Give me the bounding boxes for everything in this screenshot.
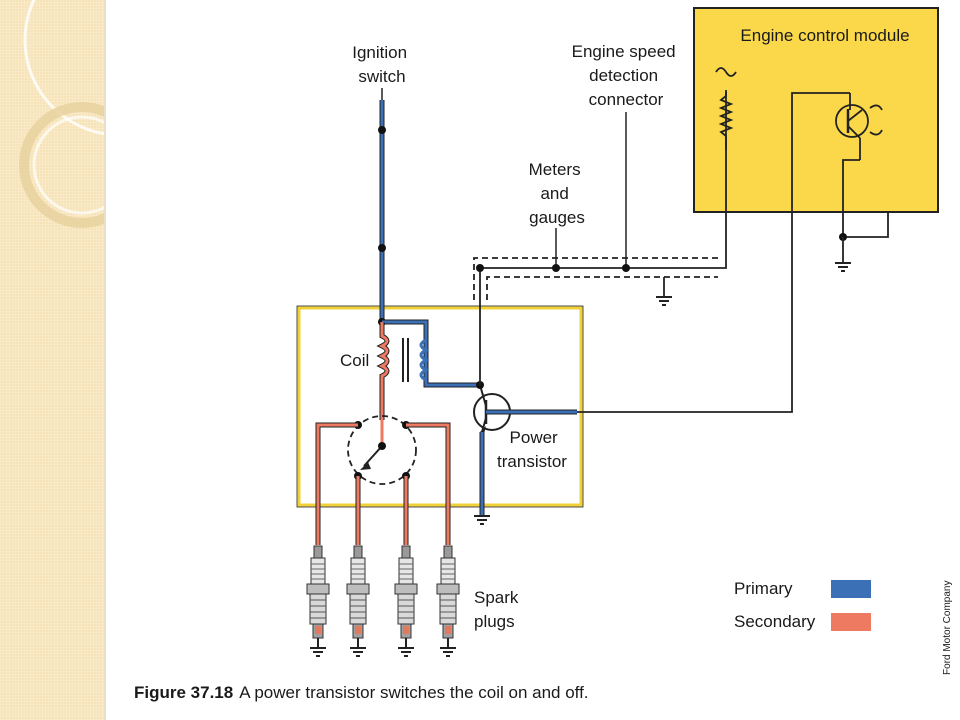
ecm-transistor-symbol bbox=[835, 104, 869, 138]
ecm-ground-wire bbox=[842, 138, 889, 238]
ecm-signal-wire bbox=[577, 92, 850, 413]
ecm-transistor-emitter bbox=[847, 125, 861, 139]
spark-plug-1 bbox=[306, 545, 330, 657]
decorative-side-panel bbox=[0, 0, 106, 720]
label-spark-plugs: Spark plugs bbox=[474, 588, 523, 631]
legend-swatch-secondary bbox=[831, 613, 871, 631]
junction-dot bbox=[378, 126, 386, 134]
junction-dot bbox=[378, 244, 386, 252]
coil-primary-wire bbox=[382, 320, 480, 387]
secondary-winding bbox=[378, 322, 389, 420]
rotor bbox=[363, 445, 383, 467]
label-engine-speed: Engine speed detection connector bbox=[572, 42, 681, 109]
igniter-module-box bbox=[297, 306, 583, 507]
plug-wires bbox=[316, 423, 450, 545]
label-ecm: Engine control module bbox=[740, 26, 909, 45]
figure-caption-text: A power transistor switches the coil on … bbox=[239, 683, 589, 702]
legend-swatch-primary bbox=[831, 580, 871, 598]
legend-label-secondary: Secondary bbox=[734, 612, 816, 631]
ecm-transistor-collector bbox=[847, 109, 863, 122]
rotor-pivot bbox=[378, 442, 386, 450]
spark-plug-2 bbox=[346, 545, 370, 657]
coil-primary-outline bbox=[382, 319, 480, 388]
rotor-arrow-icon bbox=[360, 462, 371, 470]
primary-winding bbox=[419, 338, 430, 382]
label-power-transistor: Power transistor bbox=[497, 428, 567, 471]
legend-label-primary: Primary bbox=[734, 579, 793, 598]
distributor-cap bbox=[347, 415, 417, 485]
figure-caption: Figure 37.18 A power transistor switches … bbox=[134, 683, 589, 703]
shield-line bbox=[473, 257, 718, 300]
signal-waveform-icon bbox=[715, 67, 737, 77]
junction-dot bbox=[552, 264, 560, 272]
label-ignition-switch: Ignition switch bbox=[352, 43, 412, 86]
spark-plug-3 bbox=[394, 545, 418, 657]
tach-signal-wire bbox=[479, 90, 727, 385]
figure-number: Figure 37.18 bbox=[134, 683, 234, 702]
junction-dot bbox=[622, 264, 630, 272]
label-meters-gauges: Meters and gauges bbox=[529, 160, 586, 227]
ground-icon bbox=[835, 262, 851, 272]
igniter-module-outline bbox=[296, 305, 584, 508]
spark-plug-4 bbox=[436, 545, 460, 657]
ground-icon bbox=[474, 515, 490, 525]
decorative-circles bbox=[19, 0, 104, 228]
shield-line bbox=[486, 276, 718, 300]
ecm-box bbox=[693, 7, 939, 213]
label-coil: Coil bbox=[340, 351, 369, 370]
ecm-resistor bbox=[718, 92, 734, 140]
ecm-signal-icon bbox=[869, 104, 883, 136]
junction-dot bbox=[476, 264, 484, 272]
image-credit: Ford Motor Company bbox=[942, 581, 953, 675]
ground-icon bbox=[656, 296, 672, 306]
